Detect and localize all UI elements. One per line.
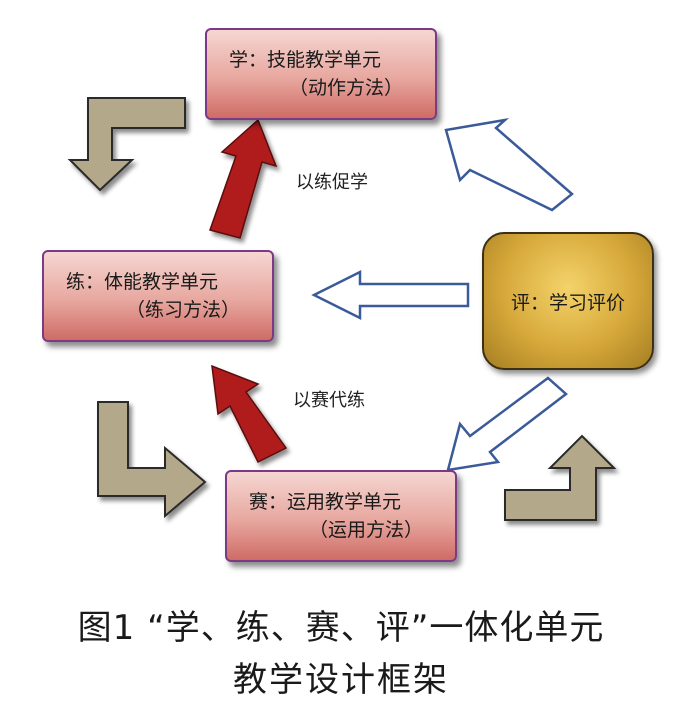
red-arrow-practice-to-learn bbox=[209, 118, 278, 239]
evaluate-node: 评：学习评价 bbox=[482, 232, 654, 370]
cycle-arrow-bottom-right bbox=[504, 434, 617, 521]
arrow-label-practice-to-learn: 以练促学 bbox=[296, 172, 368, 193]
compete-node-title: 赛：运用教学单元 bbox=[249, 491, 402, 513]
cycle-arrow-top-left bbox=[67, 97, 186, 192]
outline-arrow-eval-to-compete bbox=[446, 376, 568, 472]
outline-arrow-eval-to-practice bbox=[311, 269, 470, 321]
practice-node-subtitle: （练习方法） bbox=[126, 299, 241, 321]
cycle-arrow-bottom-left bbox=[97, 401, 207, 519]
compete-node-subtitle: （运用方法） bbox=[309, 519, 424, 541]
arrow-label-compete-to-practice: 以赛代练 bbox=[293, 390, 365, 411]
outline-arrow-eval-to-learn bbox=[444, 118, 574, 212]
figure-caption-line1: 图1 “学、练、赛、评”一体化单元 bbox=[77, 608, 605, 648]
red-arrow-compete-to-practice bbox=[211, 364, 288, 464]
compete-node: 赛：运用教学单元 （运用方法） bbox=[225, 470, 457, 562]
practice-node: 练：体能教学单元 （练习方法） bbox=[42, 250, 274, 342]
learn-node-title: 学：技能教学单元 bbox=[229, 49, 382, 71]
learn-node: 学：技能教学单元 （动作方法） bbox=[205, 28, 437, 120]
learn-node-subtitle: （动作方法） bbox=[289, 77, 404, 99]
practice-node-title: 练：体能教学单元 bbox=[66, 271, 219, 293]
figure-caption-line2: 教学设计框架 bbox=[233, 660, 449, 700]
